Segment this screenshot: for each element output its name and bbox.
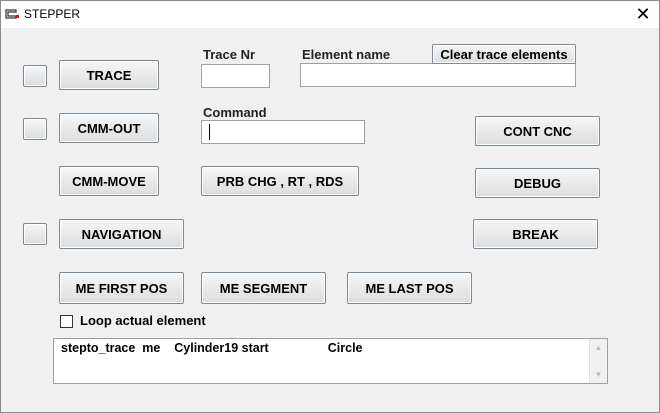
loop-actual-element-checkbox[interactable]: [60, 315, 73, 328]
trace-output-box[interactable]: stepto_trace me Cylinder19 start Circle …: [53, 338, 608, 384]
title-bar: STEPPER ✕: [1, 1, 659, 28]
command-label: Command: [203, 105, 267, 120]
me-last-pos-button[interactable]: ME LAST POS: [347, 272, 472, 304]
output-scrollbar[interactable]: ▲ ▼: [589, 339, 607, 383]
scroll-down-icon[interactable]: ▼: [594, 370, 603, 379]
trace-nr-label: Trace Nr: [203, 47, 256, 62]
prb-chg-rt-rds-button[interactable]: PRB CHG , RT , RDS: [201, 166, 359, 196]
debug-button[interactable]: DEBUG: [475, 168, 600, 198]
break-button[interactable]: BREAK: [473, 219, 598, 249]
trace-output-text: stepto_trace me Cylinder19 start Circle: [61, 341, 363, 355]
trace-nr-input[interactable]: [201, 64, 270, 88]
me-first-pos-button[interactable]: ME FIRST POS: [59, 272, 184, 304]
text-caret: [209, 124, 210, 140]
element-name-label: Element name: [302, 47, 391, 62]
cont-cnc-button[interactable]: CONT CNC: [475, 116, 600, 146]
trace-button[interactable]: TRACE: [59, 60, 159, 90]
navigation-button[interactable]: NAVIGATION: [59, 219, 184, 249]
close-icon[interactable]: ✕: [635, 3, 651, 24]
cmm-out-indicator-button[interactable]: [23, 118, 47, 140]
app-window-icon: [5, 9, 19, 19]
scroll-up-icon[interactable]: ▲: [594, 343, 603, 352]
navigation-indicator-button[interactable]: [23, 223, 47, 245]
clear-trace-elements-button[interactable]: Clear trace elements: [432, 44, 576, 64]
trace-indicator-button[interactable]: [23, 65, 47, 87]
element-name-input[interactable]: [300, 63, 576, 87]
cmm-out-button[interactable]: CMM-OUT: [59, 113, 159, 143]
command-input[interactable]: [201, 120, 365, 144]
loop-actual-element-label: Loop actual element: [80, 313, 206, 328]
me-segment-button[interactable]: ME SEGMENT: [201, 272, 326, 304]
cmm-move-button[interactable]: CMM-MOVE: [59, 166, 159, 196]
window-title: STEPPER: [24, 7, 81, 21]
